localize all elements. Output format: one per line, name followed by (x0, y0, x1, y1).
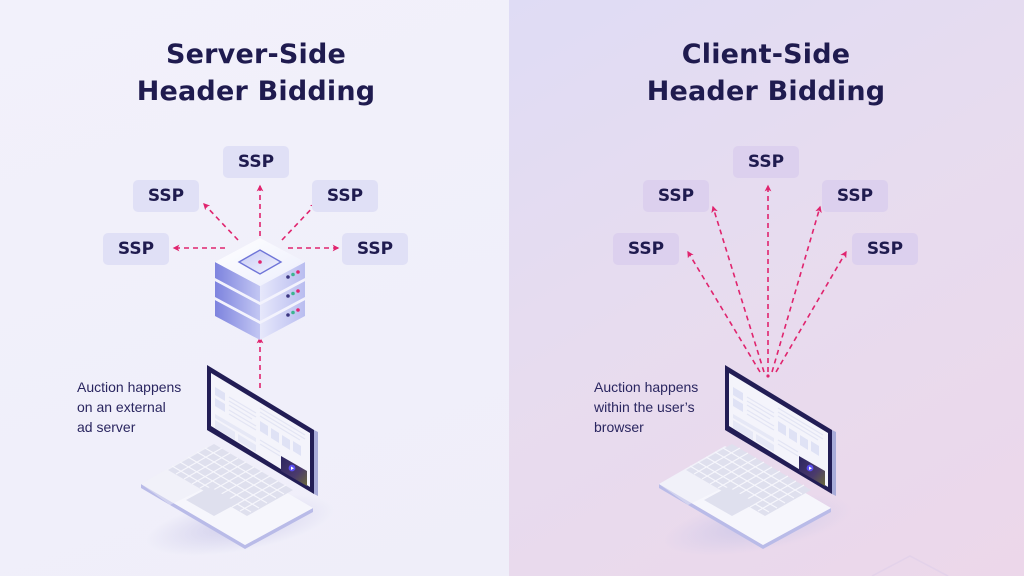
ssp-box-left: SSP (613, 233, 679, 265)
caption-line: Auction happens (77, 379, 182, 395)
ssp-box-left: SSP (103, 233, 169, 265)
ssp-box-top: SSP (733, 146, 799, 178)
ssp-box-upper-right: SSP (822, 180, 888, 212)
ssp-box-upper-left: SSP (133, 180, 199, 212)
title-line: Header Bidding (646, 76, 886, 107)
client-side-caption: Auction happens within the user’s browse… (594, 377, 698, 437)
ssp-box-upper-left: SSP (643, 180, 709, 212)
server-side-title: Server-Side Header Bidding (76, 36, 436, 110)
server-side-caption: Auction happens on an external ad server (77, 377, 181, 437)
caption-line: ad server (77, 419, 136, 435)
arrow-to-ssp-upper-right (281, 203, 317, 241)
client-side-arrows (687, 184, 847, 378)
caption-line: browser (594, 419, 644, 435)
arrow-to-ssp-right (775, 250, 847, 373)
ssp-box-top: SSP (223, 146, 289, 178)
caption-line: on an external (77, 399, 166, 415)
caption-line: within the user’s (594, 399, 695, 415)
decorative-shape (871, 555, 949, 576)
ssp-box-right: SSP (342, 233, 408, 265)
title-line: Header Bidding (136, 76, 376, 107)
arrow-to-ssp-upper-right (771, 205, 822, 373)
ssp-box-upper-right: SSP (312, 180, 378, 212)
arrow-to-ssp-upper-left (711, 205, 765, 373)
ssp-box-right: SSP (852, 233, 918, 265)
title-line: Client-Side (681, 39, 851, 70)
client-side-title: Client-Side Header Bidding (586, 36, 946, 110)
caption-line: Auction happens (594, 379, 699, 395)
arrow-to-ssp-left (687, 250, 761, 373)
server-icon (215, 238, 305, 340)
title-line: Server-Side (165, 39, 347, 70)
arrow-to-ssp-upper-left (203, 203, 239, 241)
